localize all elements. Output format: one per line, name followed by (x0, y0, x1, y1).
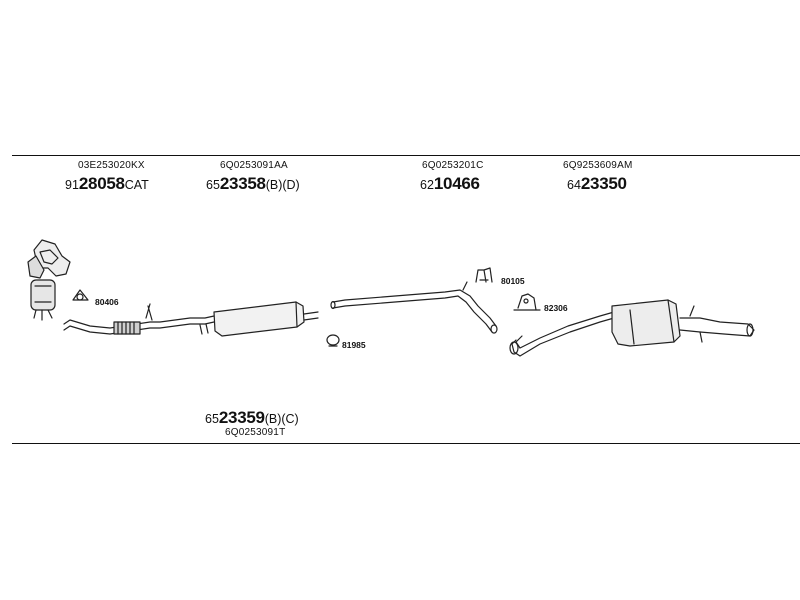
ref-front-pipe: 6Q0253091AA (220, 160, 288, 171)
callout-clamp: 82306 (544, 303, 568, 313)
middle-pipe-icon (330, 281, 498, 334)
ref-middle-pipe: 6Q0253201C (422, 160, 484, 171)
part-catalyst: 9128058CAT (65, 174, 149, 193)
top-rule (12, 155, 800, 156)
gasket-icon (72, 289, 89, 301)
part-middle-pipe: 6210466 (420, 174, 480, 193)
callout-ring-clamp: 81985 (342, 340, 366, 350)
ref-front-pipe-alt: 6Q0253091T (225, 427, 286, 438)
rear-silencer-icon (509, 299, 755, 357)
catalytic-converter-icon (27, 239, 71, 321)
ref-catalyst: 03E253020KX (78, 160, 145, 171)
ref-rear-silencer: 6Q9253609AM (563, 160, 633, 171)
clamp-icon (513, 293, 541, 311)
callout-hanger-rubber: 80105 (501, 276, 525, 286)
part-rear-silencer: 6423350 (567, 174, 627, 193)
callout-gasket: 80406 (95, 297, 119, 307)
front-silencer-icon (213, 301, 319, 337)
bottom-rule (12, 443, 800, 444)
front-pipe-icon (63, 303, 215, 335)
hanger-rubber-icon (475, 267, 493, 283)
part-front-pipe: 6523358(B)(D) (206, 174, 300, 193)
part-front-pipe-alt: 6523359(B)(C) (205, 408, 299, 427)
ring-clamp-icon (326, 334, 340, 347)
